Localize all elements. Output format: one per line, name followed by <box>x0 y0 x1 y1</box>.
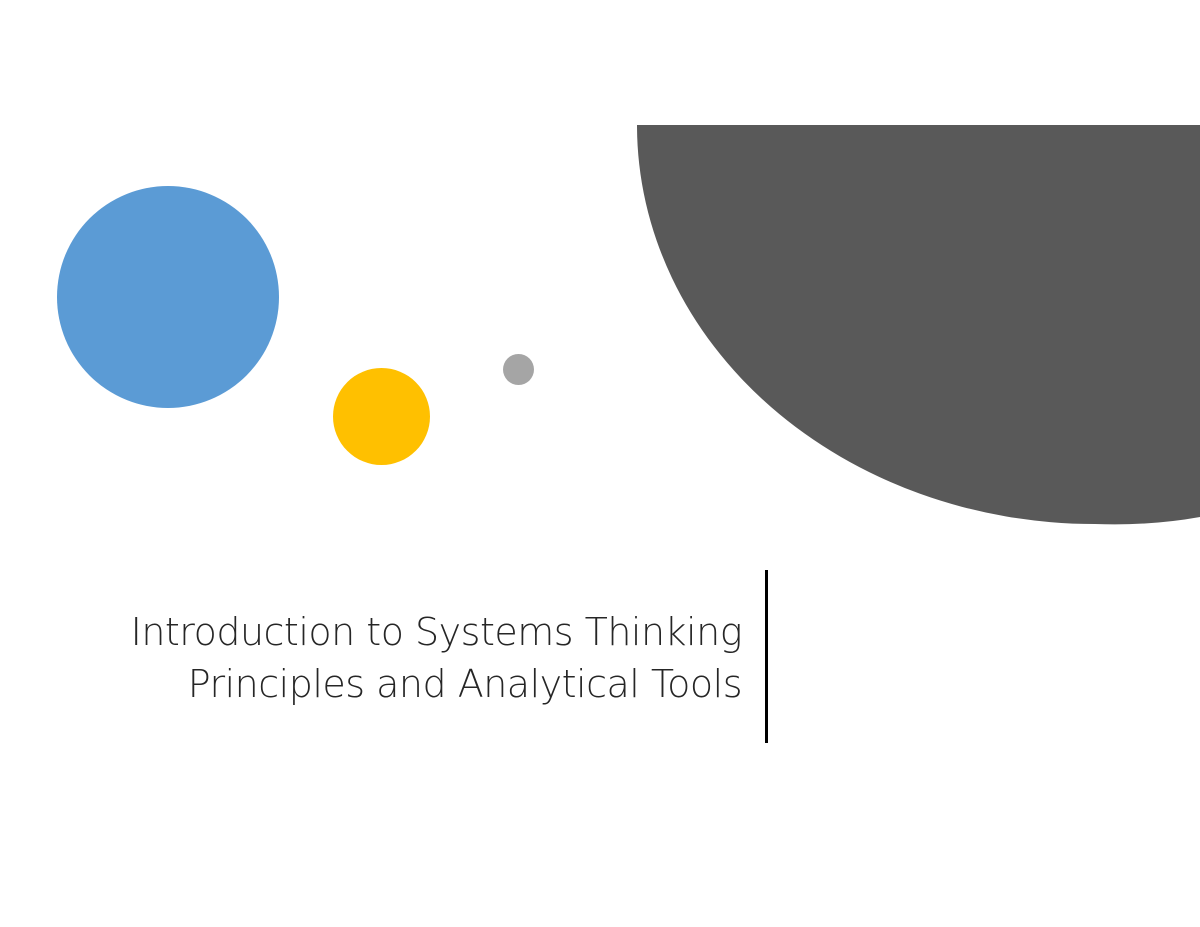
yellow-circle-decoration <box>333 368 430 465</box>
gray-dot-decoration <box>503 354 534 385</box>
blue-circle-decoration <box>57 186 279 408</box>
title-line-1: Introduction to Systems Thinking <box>130 610 743 654</box>
slide-title: Introduction to Systems Thinking Princip… <box>130 606 743 710</box>
dark-semicircle-shape <box>637 125 1200 525</box>
title-divider-line <box>765 570 768 743</box>
title-line-2: Principles and Analytical Tools <box>187 662 743 706</box>
